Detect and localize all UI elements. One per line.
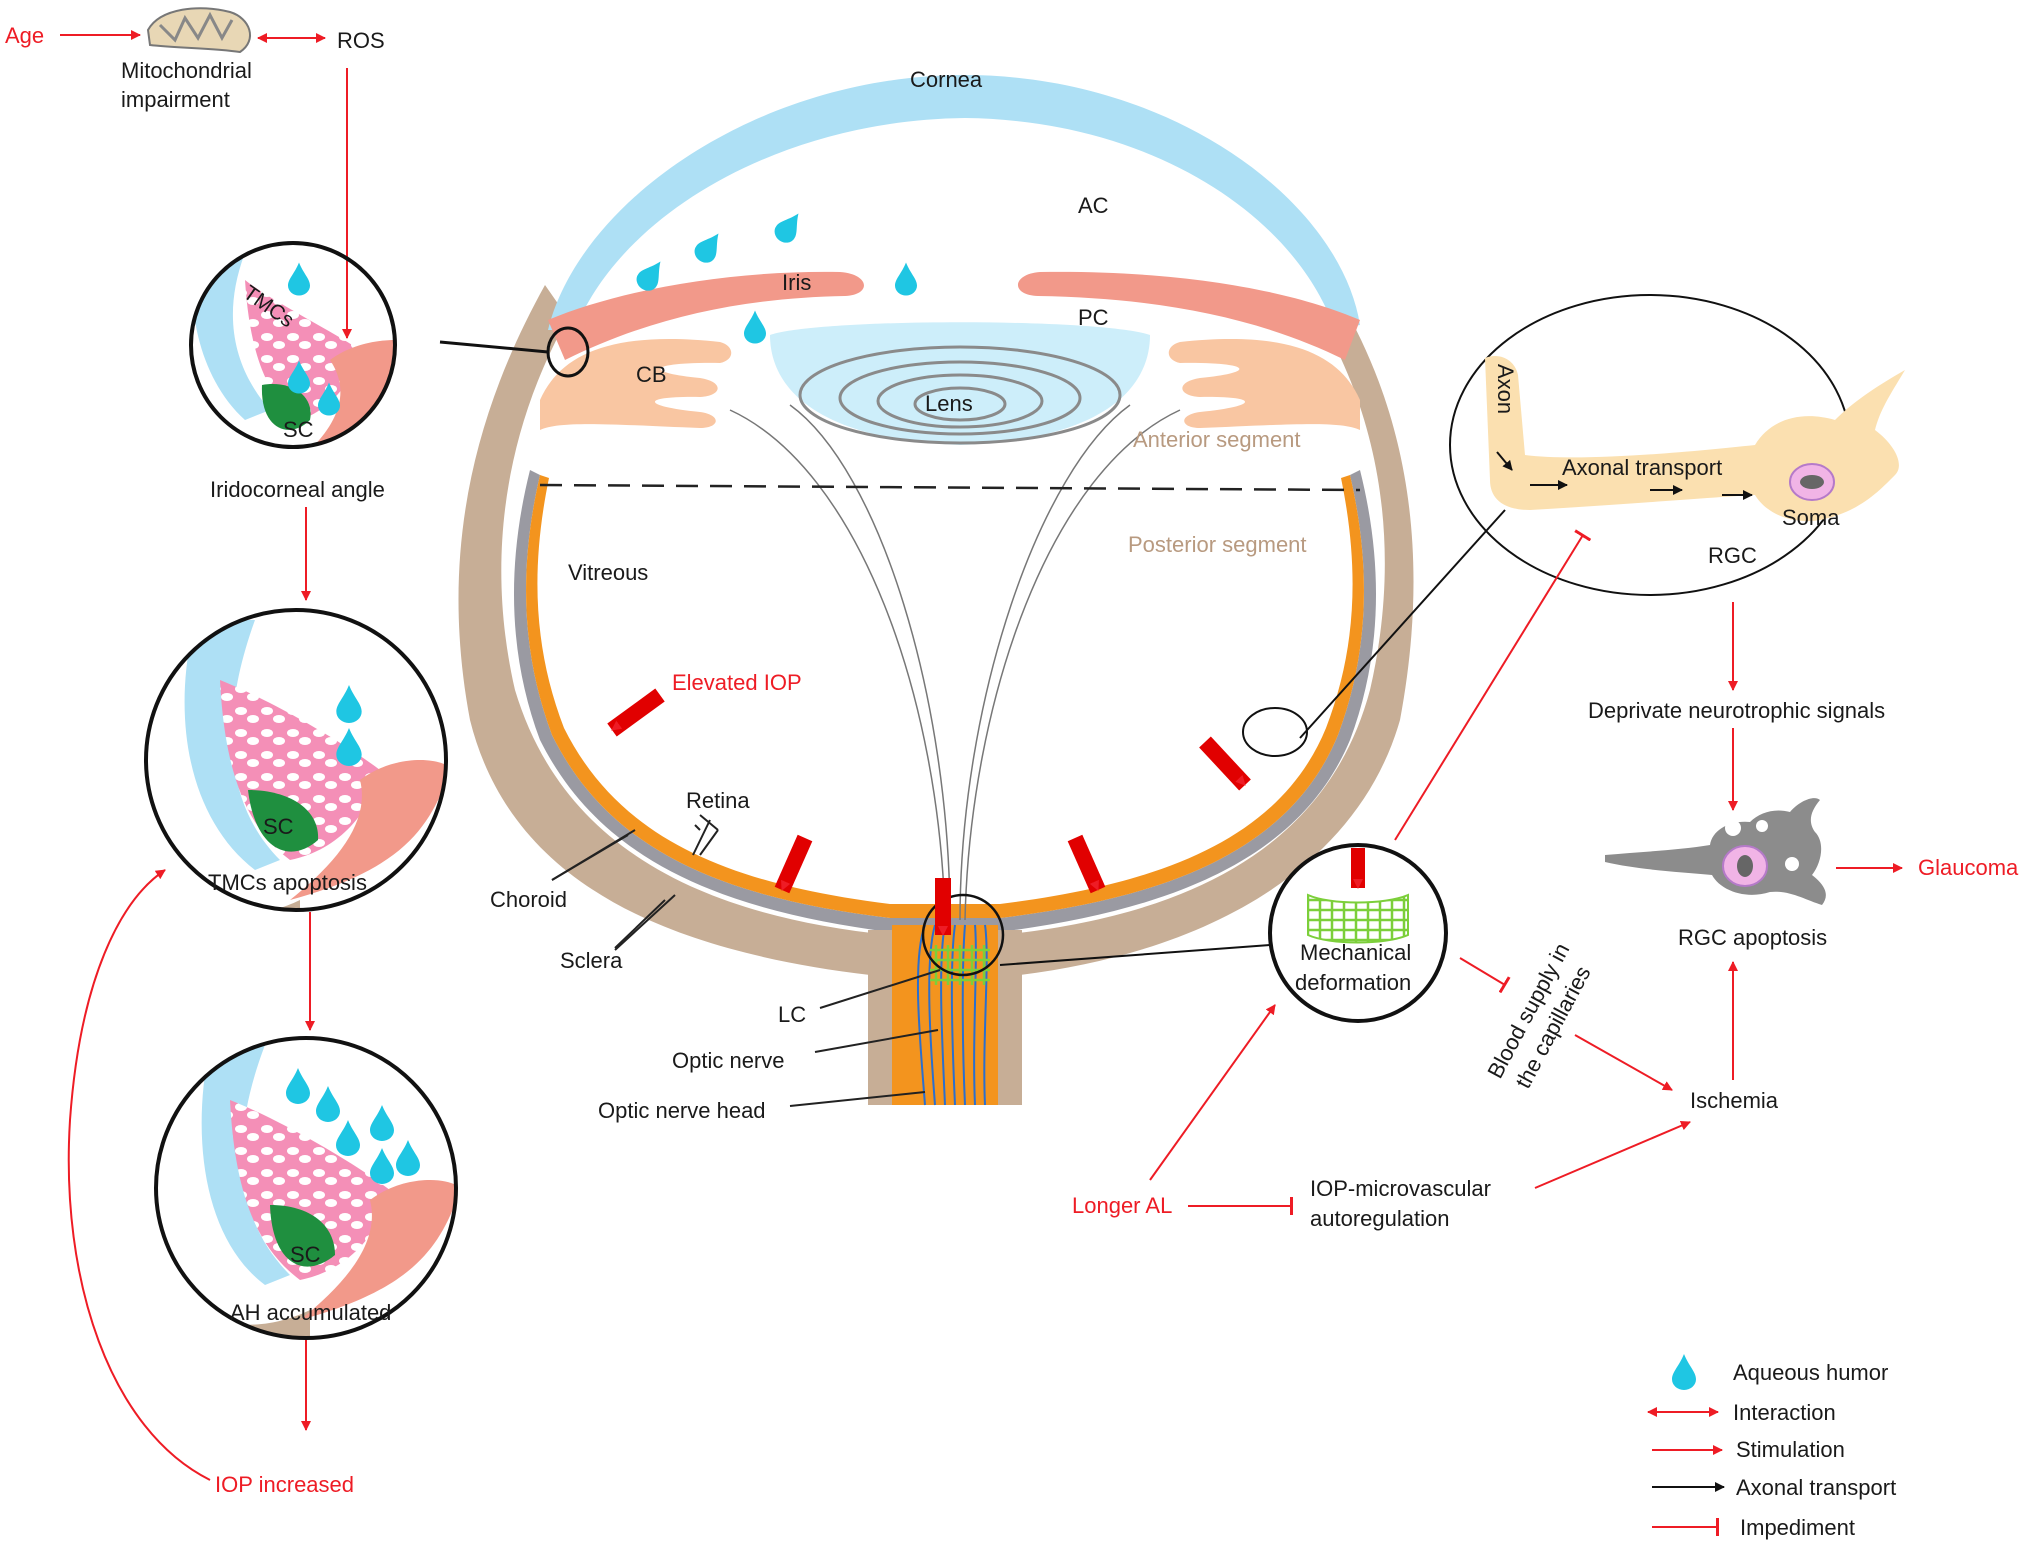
retina-leader — [692, 819, 711, 856]
label-iop-increased: IOP increased — [215, 1472, 354, 1497]
iop-arrow — [774, 834, 813, 894]
label-mito-line2: impairment — [121, 87, 230, 112]
label-optic-nerve: Optic nerve — [672, 1048, 785, 1073]
lc-zoom-circle — [921, 893, 1005, 977]
lc-zoom-connector — [999, 944, 1271, 966]
label-mech-line1: Mechanical — [1300, 940, 1411, 965]
ciliary-body-right — [1168, 339, 1360, 430]
lamina-cribrosa — [930, 945, 990, 985]
iop-arrows — [607, 688, 1251, 936]
legend-impediment: Impediment — [1740, 1515, 1855, 1540]
arrow-al-to-mech — [1149, 1004, 1276, 1181]
label-ros: ROS — [337, 28, 385, 53]
label-vitreous: Vitreous — [568, 560, 648, 585]
label-age: Age — [5, 23, 44, 48]
label-ischemia: Ischemia — [1690, 1088, 1779, 1113]
iris-left — [548, 271, 864, 360]
label-deprivate: Deprivate neurotrophic signals — [1588, 698, 1885, 723]
legend-drop-icon — [1672, 1354, 1696, 1390]
legend-aqueous-humor: Aqueous humor — [1733, 1360, 1888, 1385]
rgc-cell — [1485, 355, 1905, 522]
arrow-autoreg-to-ischemia — [1534, 1120, 1691, 1189]
label-iop-micro-line1: IOP-microvascular — [1310, 1176, 1491, 1201]
label-longer-al: Longer AL — [1072, 1193, 1172, 1218]
label-iop-micro-line2: autoregulation — [1310, 1206, 1449, 1231]
impede-mech-to-rgc — [1394, 529, 1592, 841]
sclera-leader — [614, 899, 666, 949]
mitochondria-icon — [146, 7, 251, 54]
label-soma: Soma — [1782, 505, 1840, 530]
iop-arrow — [607, 688, 665, 737]
label-lens: Lens — [925, 391, 973, 416]
label-rgc: RGC — [1708, 543, 1757, 568]
iris-right — [1017, 271, 1360, 360]
label-mito-line1: Mitochondrial — [121, 58, 252, 83]
legend-axonal-transport: Axonal transport — [1736, 1475, 1896, 1500]
label-tmc-apoptosis: TMCs apoptosis — [208, 870, 367, 895]
label-sclera: Sclera — [560, 948, 623, 973]
label-sc-3: SC — [290, 1242, 321, 1267]
arrow-iop-feedback — [67, 869, 211, 1481]
label-pc: PC — [1078, 305, 1109, 330]
zonular-fibers — [729, 404, 1181, 921]
label-cornea: Cornea — [910, 67, 983, 92]
label-sc-2: SC — [263, 814, 294, 839]
label-retina: Retina — [686, 788, 750, 813]
label-axon: Axon — [1493, 364, 1518, 414]
left-pathway: Age Mitochondrial impairment ROS — [5, 7, 458, 1497]
optic-nerve-fibers — [916, 924, 988, 1106]
iop-arrow — [1199, 736, 1251, 791]
iop-arrow — [1067, 834, 1106, 894]
angle-circle-3: SC — [154, 1036, 458, 1340]
label-mech-line2: deformation — [1295, 970, 1411, 995]
cornea — [548, 75, 1360, 330]
sclera-shell — [458, 285, 1414, 1105]
impede-mech-to-blood — [1459, 957, 1511, 994]
retina-zoom-circle — [1242, 707, 1308, 757]
retina-zoom-connector — [1299, 509, 1506, 739]
label-lc: LC — [778, 1002, 806, 1027]
label-ac: AC — [1078, 193, 1109, 218]
label-glaucoma: Glaucoma — [1918, 855, 2019, 880]
lens — [770, 322, 1150, 445]
label-rgc-apoptosis: RGC apoptosis — [1678, 925, 1827, 950]
eye-globe: Cornea AC PC Iris CB Lens Anterior segme… — [439, 67, 1506, 1123]
label-elevated-iop: Elevated IOP — [672, 670, 802, 695]
arrow-blood-to-ischemia — [1574, 1034, 1673, 1091]
label-anterior-segment: Anterior segment — [1133, 427, 1301, 452]
legend: Aqueous humor Interaction Stimulation Ax… — [1647, 1354, 1896, 1540]
axonal-transport-arrows — [1496, 451, 1753, 500]
label-cb: CB — [636, 362, 667, 387]
mechanical-circle — [1268, 843, 1448, 1023]
label-ah-accumulated: AH accumulated — [230, 1300, 391, 1325]
label-optic-nerve-head: Optic nerve head — [598, 1098, 766, 1123]
angle-connector — [439, 340, 549, 354]
label-posterior-segment: Posterior segment — [1128, 532, 1307, 557]
label-axonal-transport: Axonal transport — [1562, 455, 1722, 480]
label-iridocorneal-angle: Iridocorneal angle — [210, 477, 385, 502]
choroid-leader — [551, 834, 629, 881]
label-iris: Iris — [782, 270, 811, 295]
label-choroid: Choroid — [490, 887, 567, 912]
lens-rings — [798, 345, 1122, 445]
label-sc-1: SC — [283, 417, 314, 442]
legend-stimulation: Stimulation — [1736, 1437, 1845, 1462]
angle-circle-2: SC — [144, 608, 448, 912]
angle-circle-1: TMCs SC — [189, 241, 397, 449]
legend-interaction: Interaction — [1733, 1400, 1836, 1425]
segment-divider — [539, 483, 1361, 492]
rgc-apoptosis-cell — [1605, 798, 1826, 905]
